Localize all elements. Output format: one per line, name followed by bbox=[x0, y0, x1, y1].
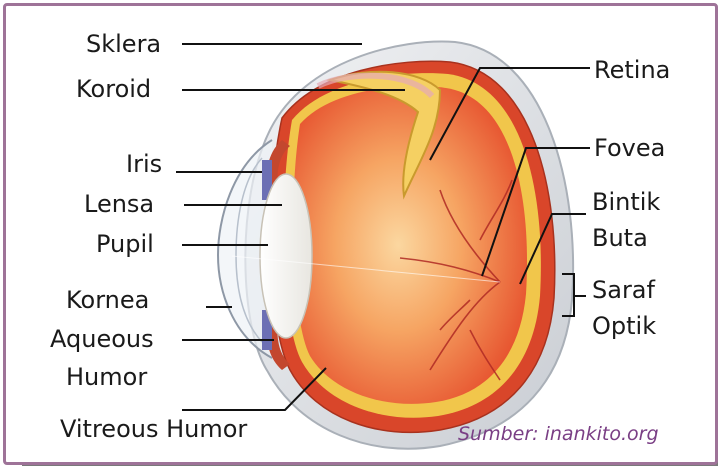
label-aqueous-line2: Humor bbox=[66, 363, 147, 391]
label-aqueous-line1: Aqueous bbox=[50, 325, 154, 353]
label-bintik-line1: Bintik bbox=[592, 188, 660, 216]
label-saraf-line2: Optik bbox=[592, 312, 656, 340]
label-koroid: Koroid bbox=[76, 75, 151, 103]
source-credit: Sumber: inankito.org bbox=[458, 423, 659, 445]
lens-shape bbox=[260, 174, 312, 338]
label-fovea: Fovea bbox=[594, 134, 665, 162]
label-lensa: Lensa bbox=[84, 190, 154, 218]
label-saraf-line1: Saraf bbox=[592, 276, 656, 304]
label-pupil: Pupil bbox=[96, 230, 154, 258]
label-kornea: Kornea bbox=[66, 286, 149, 314]
label-retina: Retina bbox=[594, 56, 670, 84]
label-iris: Iris bbox=[126, 150, 162, 178]
label-sklera: Sklera bbox=[86, 30, 161, 58]
label-vitreous-humor: Vitreous Humor bbox=[60, 415, 247, 443]
label-bintik-line2: Buta bbox=[592, 224, 648, 252]
